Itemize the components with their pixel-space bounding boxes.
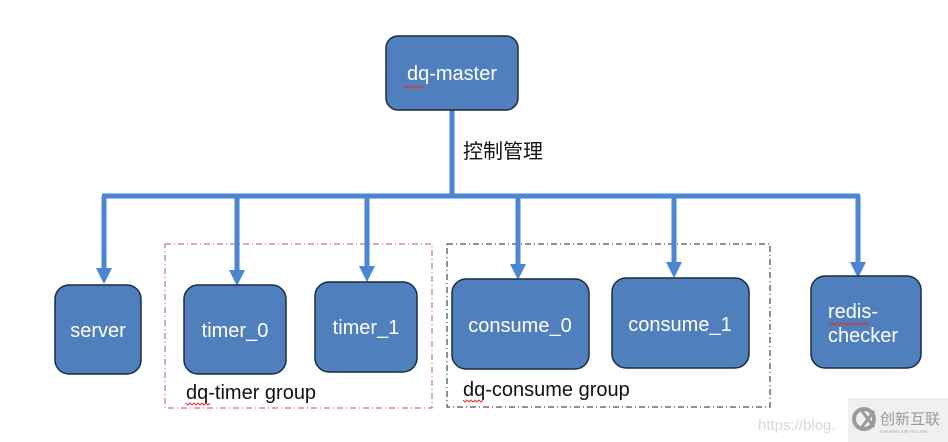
node-consume-1[interactable]: consume_1 xyxy=(611,277,750,369)
timer-group-label: dq-timer group xyxy=(186,382,316,404)
arrow-head-icon xyxy=(850,262,866,278)
consume-group-label: dq-consume group xyxy=(463,379,630,401)
spellcheck-underline xyxy=(403,85,425,89)
watermark-logo-icon xyxy=(852,407,876,431)
arrow-head-icon xyxy=(666,262,682,278)
node-timer-0[interactable]: timer_0 xyxy=(183,284,287,375)
consume-group-border xyxy=(446,243,771,408)
timer-group-border xyxy=(164,243,433,409)
spellcheck-underline xyxy=(462,399,484,403)
node-label: consume_0 xyxy=(468,315,571,337)
node-label: checker xyxy=(828,325,898,347)
node-label: consume_1 xyxy=(628,314,731,336)
node-server[interactable]: server xyxy=(54,284,142,375)
arrow-head-icon xyxy=(510,264,526,280)
edge-label: 控制管理 xyxy=(463,140,543,163)
node-dq-master[interactable]: dq-master xyxy=(385,35,519,111)
node-label: redis- xyxy=(828,301,878,323)
arrows xyxy=(96,196,866,286)
watermark-logo-text: 创新互联 xyxy=(880,410,940,428)
node-label: timer_1 xyxy=(333,317,400,339)
node-timer-1[interactable]: timer_1 xyxy=(314,281,418,373)
watermark-url: https://blog. xyxy=(758,417,836,434)
node-consume-0[interactable]: consume_0 xyxy=(451,278,590,370)
watermark-logo-subtext: CHUANG XIN HU LIAN xyxy=(880,429,927,434)
node-label: dq-master xyxy=(407,63,497,85)
node-label: timer_0 xyxy=(202,320,269,342)
spellcheck-underline xyxy=(185,402,211,406)
node-redis-checker[interactable]: redis- checker xyxy=(810,275,922,369)
arrow-head-icon xyxy=(96,268,112,284)
arrow-head-icon xyxy=(359,266,375,282)
arrow-head-icon xyxy=(229,270,245,286)
watermark-logo-bg xyxy=(848,398,948,442)
spellcheck-underline xyxy=(828,322,870,326)
node-label: server xyxy=(70,320,126,342)
